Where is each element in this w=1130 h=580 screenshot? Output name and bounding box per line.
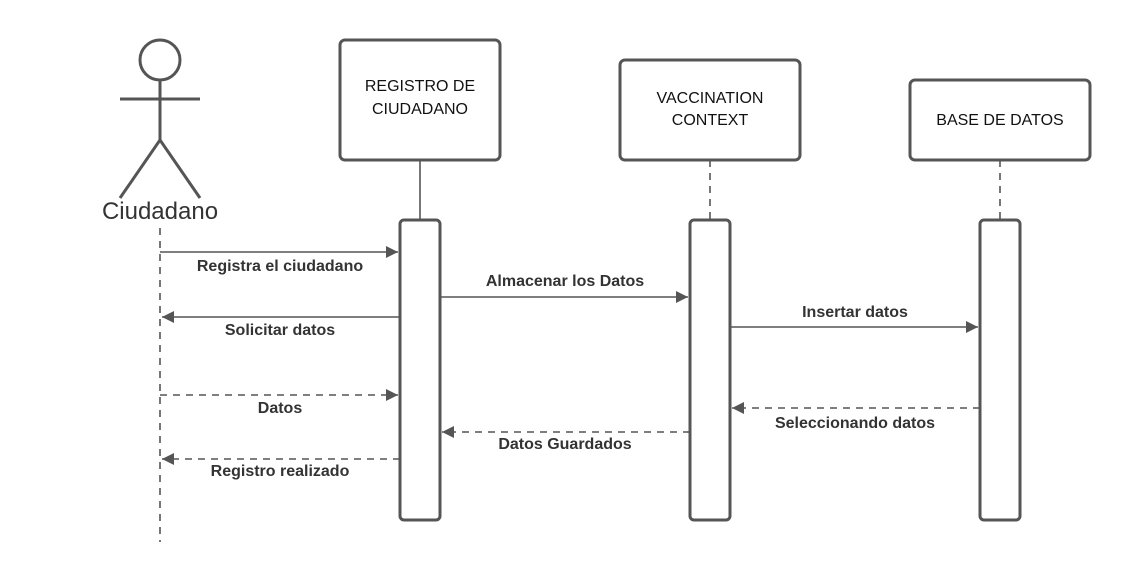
message-label: Seleccionando datos	[775, 415, 935, 432]
participant-label-line2: CIUDADANO	[372, 101, 468, 118]
participant-label-line1: VACCINATION	[657, 90, 764, 107]
participant-registro: REGISTRO DE CIUDADANO	[338, 38, 502, 162]
participant-box	[908, 78, 1092, 162]
participant-box	[618, 58, 802, 162]
message-label: Datos	[258, 400, 303, 417]
message-label: Datos Guardados	[498, 436, 631, 453]
activation-base	[978, 218, 1022, 522]
message-seleccionando: Seleccionando datos	[732, 402, 980, 432]
participant-label-line2: CONTEXT	[672, 112, 749, 129]
message-label: Solicitar datos	[225, 322, 335, 339]
message-datos: Datos	[160, 389, 398, 417]
participant-label: BASE DE DATOS	[936, 112, 1063, 129]
activation-registro	[398, 218, 442, 522]
participant-vaccination: VACCINATION CONTEXT	[618, 58, 802, 162]
message-solicitar: Solicitar datos	[162, 311, 400, 339]
message-insertar: Insertar datos	[730, 304, 978, 333]
actor-label: Ciudadano	[102, 198, 218, 225]
participant-label-line1: REGISTRO DE	[365, 78, 475, 95]
activation-vaccination	[688, 218, 732, 522]
actor-head	[138, 38, 182, 82]
message-almacenar: Almacenar los Datos	[440, 273, 688, 303]
message-realizado: Registro realizado	[162, 453, 400, 480]
message-registra: Registra el ciudadano	[160, 246, 398, 275]
actor-right-leg	[158, 139, 202, 199]
message-guardados: Datos Guardados	[442, 426, 690, 453]
message-label: Almacenar los Datos	[486, 273, 644, 290]
message-label: Registro realizado	[211, 463, 350, 480]
actor-ciudadano: Ciudadano	[102, 38, 218, 225]
actor-left-leg	[118, 139, 162, 199]
participant-box	[338, 38, 502, 162]
participant-base: BASE DE DATOS	[908, 78, 1092, 162]
message-label: Insertar datos	[802, 304, 908, 321]
message-label: Registra el ciudadano	[197, 258, 363, 275]
